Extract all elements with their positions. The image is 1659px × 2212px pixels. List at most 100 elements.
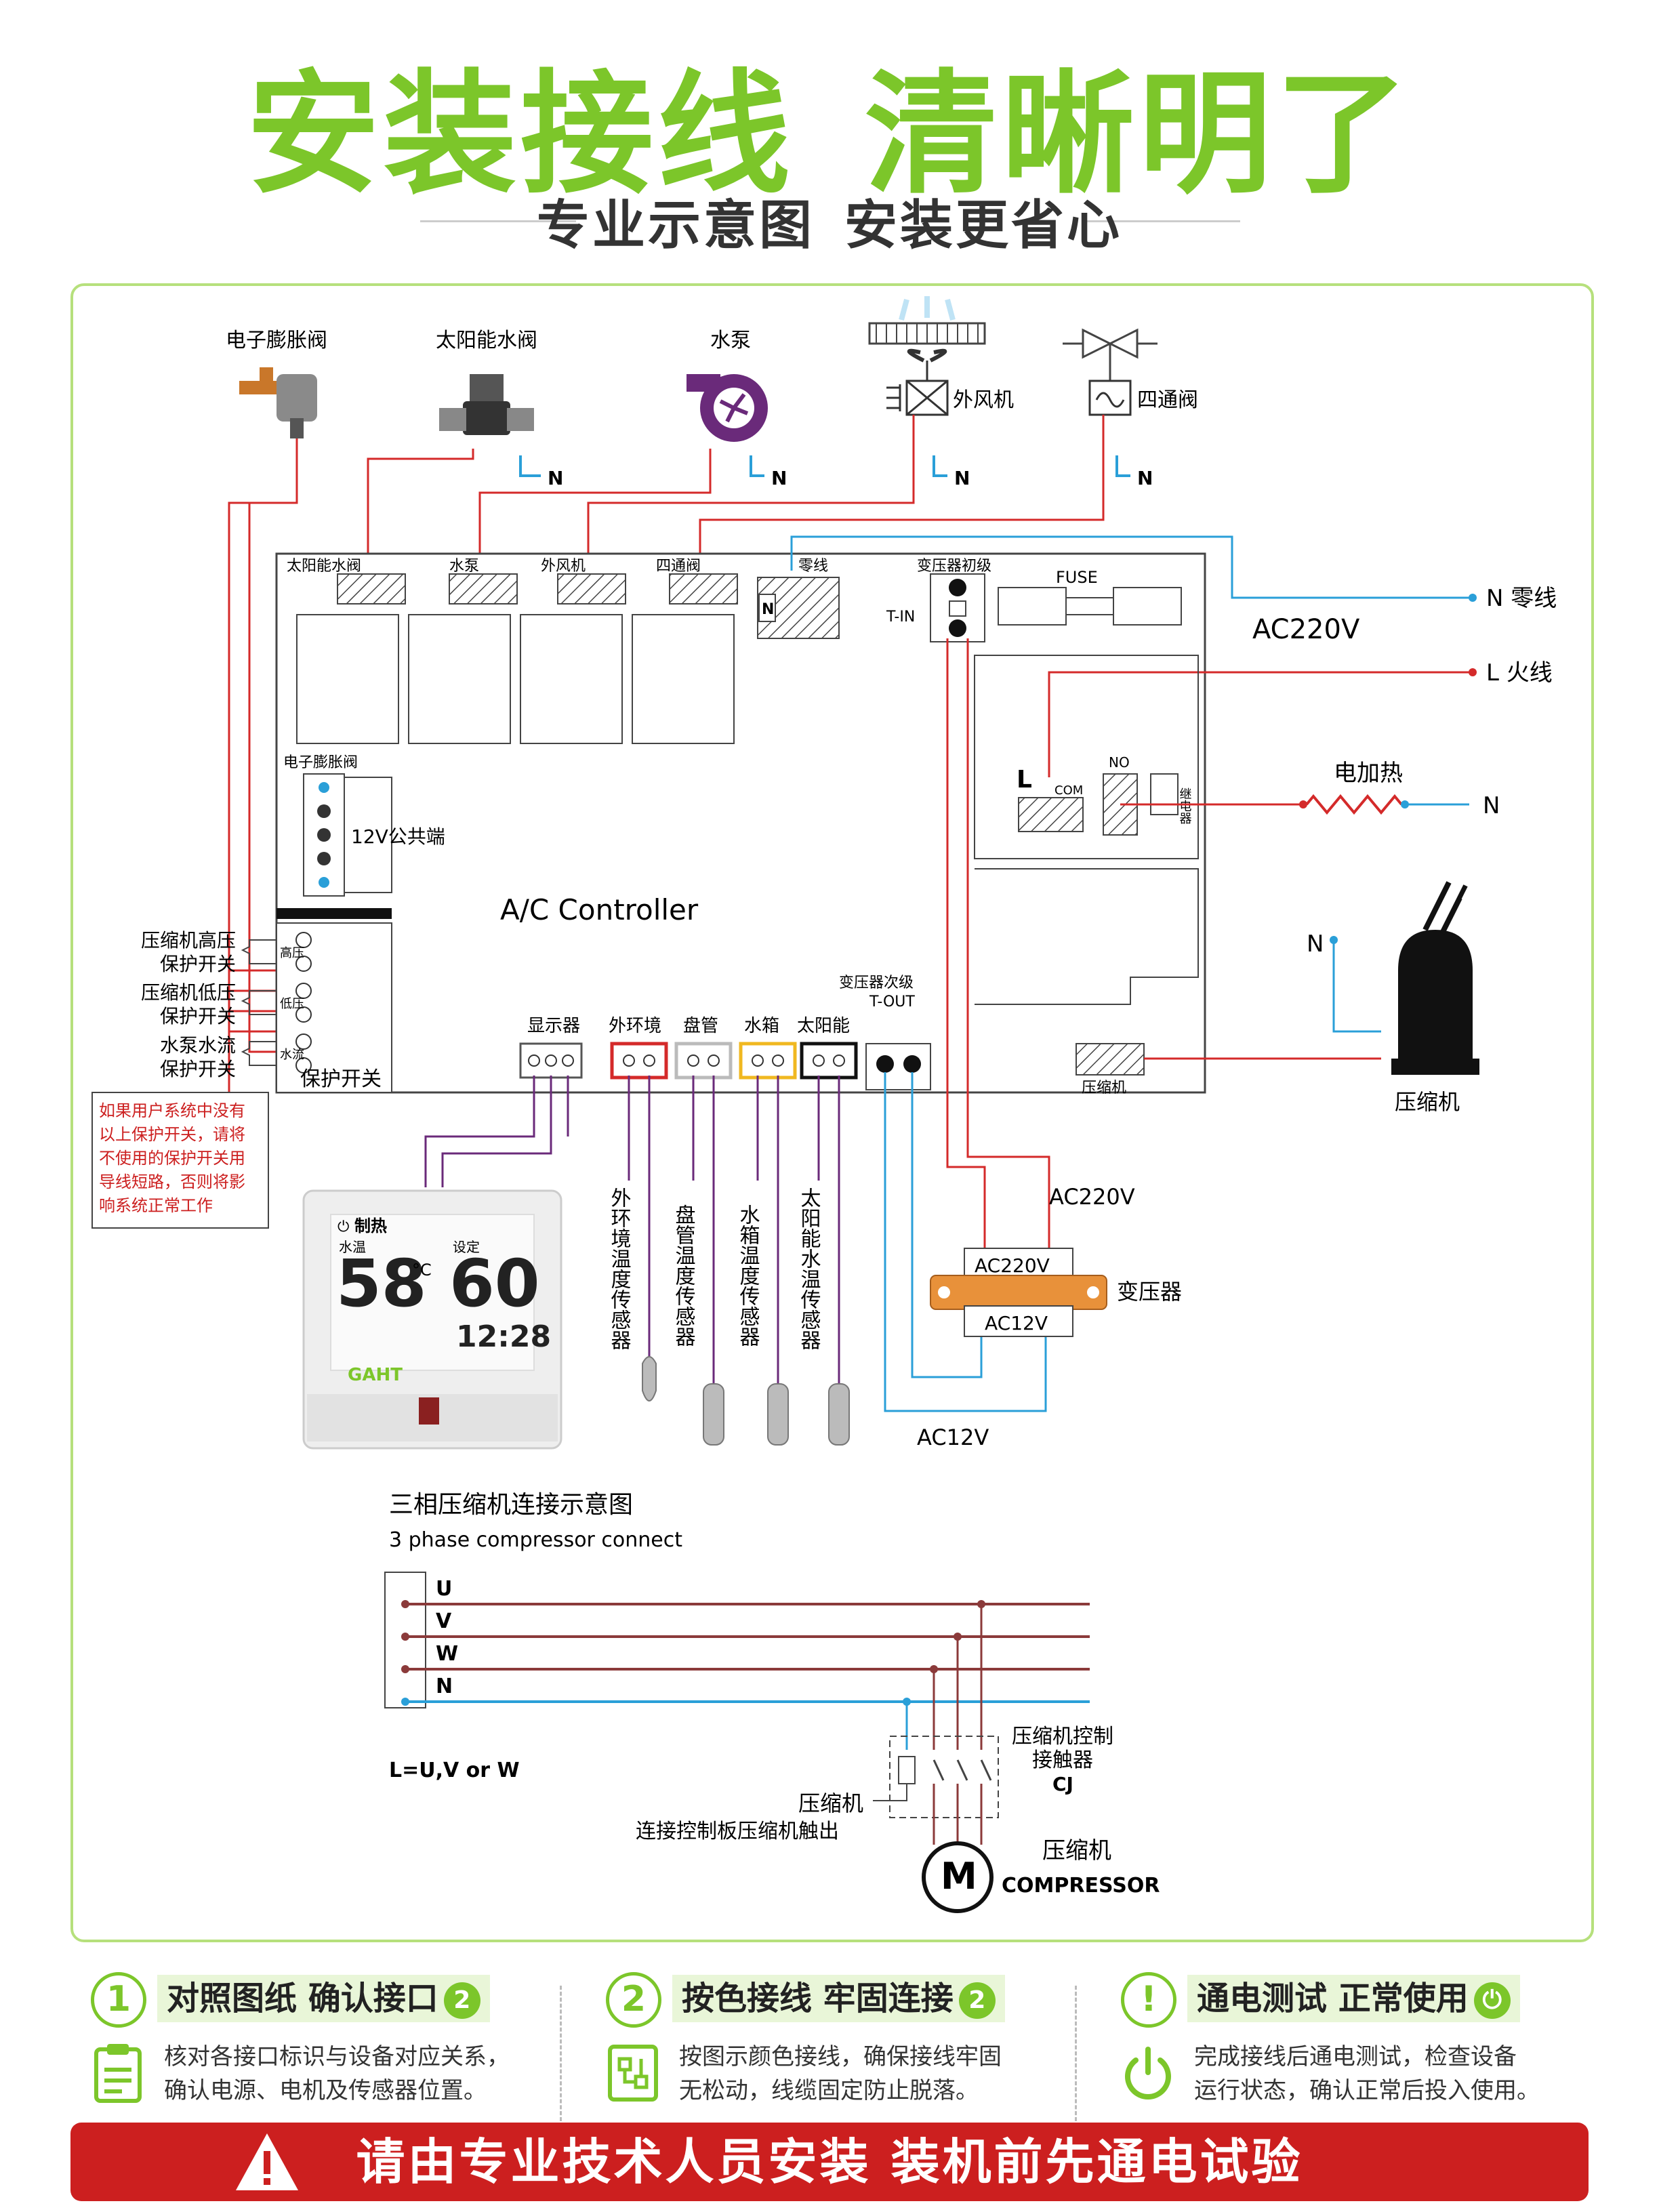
relay-label-solar: 太阳能水阀: [287, 558, 361, 575]
compressor-icon: [1391, 875, 1479, 1075]
sensor-tank-label: 水箱温度传感器: [736, 1204, 760, 1347]
contactor-line-3: CJ: [1052, 1773, 1073, 1795]
pin-label-high: 高压: [280, 946, 304, 960]
motor-label-cn: 压缩机: [1042, 1837, 1111, 1864]
note-box: [91, 1092, 269, 1229]
contactor-line-2: 接触器: [1032, 1748, 1093, 1772]
neutral-label: 零线: [798, 558, 828, 575]
step-2-badge: 2: [958, 1982, 996, 2019]
protect-title: 保护开关: [300, 1067, 382, 1091]
controller-name: A/C Controller: [500, 893, 699, 926]
label-outdoor-fan: 外风机: [953, 388, 1014, 412]
note-line-2: 以上保护开关，请将: [99, 1125, 245, 1144]
protect-switch-connector: [276, 922, 392, 1093]
subheadline-part1: 专业示意图: [536, 195, 815, 256]
heater-label: 电加热: [1334, 760, 1403, 787]
checklist-icon: [94, 2044, 142, 2103]
relay-com-label: COM: [1054, 783, 1083, 798]
protect-switch-symbols: [241, 939, 276, 1066]
thermostat-panel[interactable]: [302, 1189, 562, 1450]
transformer-ac12v-outer: AC12V: [917, 1425, 989, 1450]
port-label-solar: 太阳能: [797, 1016, 850, 1036]
wiring-diagram-svg: 电子膨胀阀 太阳能水阀 N 水泵 N 外风机 N: [91, 296, 1557, 1913]
motor-symbol: M: [941, 1855, 977, 1898]
compressor-n-label: N: [1307, 930, 1324, 958]
label-expansion-valve: 电子膨胀阀: [226, 329, 327, 352]
transformer-primary: AC220V: [975, 1254, 1050, 1277]
label-water-pump: 水泵: [710, 329, 751, 352]
phase-label-u: U: [436, 1577, 452, 1601]
step-3-title: 通电测试 正常使用⏻: [1187, 1975, 1520, 2022]
transformer-name: 变压器: [1117, 1279, 1182, 1305]
protect-flow-line1: 水泵水流: [160, 1034, 236, 1057]
motor-icon: [922, 1841, 994, 1913]
thermostat-water-label: 水温: [339, 1239, 366, 1255]
step-separator-2: [1075, 1986, 1077, 2121]
protect-high-line2: 保护开关: [160, 953, 236, 975]
label-solar-valve: 太阳能水阀: [436, 329, 537, 352]
t-in-label: T-IN: [886, 609, 915, 626]
step-1-title-text: 对照图纸 确认接口: [167, 1980, 438, 2018]
compressor-neutral-wire: [1332, 943, 1381, 1033]
protect-low-line1: 压缩机低压: [141, 981, 236, 1004]
three-phase-title: 三相压缩机连接示意图: [389, 1491, 633, 1519]
step-2-desc-line-1: 按图示颜色接线，确保接线牢固: [679, 2043, 1002, 2070]
relay-l-label: L: [1017, 766, 1032, 794]
headline-part1: 安装接线: [246, 58, 794, 212]
headline: 安装接线清晰明了: [0, 27, 1659, 219]
transformer-secondary: AC12V: [985, 1312, 1048, 1334]
exv-pins: [317, 782, 331, 888]
step-2-title-text: 按色接线 牢固连接: [682, 1980, 954, 2018]
sensor-probes: [642, 1356, 850, 1446]
relay-row: [296, 573, 738, 744]
step-1-desc-line-2: 确认电源、电机及传感器位置。: [164, 2077, 487, 2104]
subheadline-part2: 安装更省心: [844, 195, 1123, 256]
step-3: ! 通电测试 正常使用⏻ 完成接线后通电测试，检查设备 运行状态，确认正常后投入…: [1101, 1972, 1589, 2135]
step-3-title-text: 通电测试 正常使用: [1197, 1980, 1469, 2018]
neutral-terminal-n: N: [762, 601, 774, 618]
thermostat-water-temp: 58: [336, 1246, 427, 1322]
step-1-badge: 2: [443, 1982, 480, 2019]
sensor-solar-label: 太阳能水温传感器: [797, 1187, 821, 1350]
board-note-line-2: 连接控制板压缩机触出: [636, 1820, 839, 1843]
relay-wires: [228, 415, 1105, 1214]
step-3-desc-line-2: 运行状态，确认正常后投入使用。: [1194, 2077, 1540, 2104]
common-12v-label: 12V公共端: [351, 825, 445, 848]
pin-label-low: 低压: [280, 997, 304, 1011]
transformer-ac220v-outer: AC220V: [1049, 1184, 1135, 1210]
sensor-ports: [519, 1042, 931, 1090]
step-2-desc-line-2: 无松动，线缆固定防止脱落。: [679, 2077, 979, 2104]
step-separator-1: [560, 1986, 562, 2121]
four-way-valve-icon: [1063, 328, 1158, 416]
divider-left: [420, 220, 576, 222]
thermostat-brand: GAHT: [348, 1365, 403, 1385]
relay-com-terminal: [1018, 797, 1084, 832]
port-label-display: 显示器: [527, 1016, 580, 1036]
protect-flow-line2: 保护开关: [160, 1058, 236, 1080]
thermostat-power-icon: ⏻: [337, 1218, 349, 1235]
phase-label-w: W: [436, 1642, 458, 1666]
sensor-coil-label: 盘管温度传感器: [672, 1204, 696, 1347]
step-1-desc-line-1: 核对各接口标识与设备对应关系，: [164, 2043, 510, 2070]
relay-label-pump: 水泵: [449, 558, 479, 575]
outdoor-fan-icon: [868, 296, 986, 416]
headline-part2: 清晰明了: [865, 58, 1413, 212]
exv-board-label: 电子膨胀阀: [283, 754, 358, 771]
relay-side-label: 继电器: [1178, 787, 1192, 824]
relay-no-label: NO: [1109, 754, 1130, 771]
warning-banner: 请由专业技术人员安装 装机前先通电试验: [70, 2123, 1589, 2201]
protect-low-line2: 保护开关: [160, 1005, 236, 1027]
live-line-label: L 火线: [1486, 659, 1553, 687]
warning-triangle-icon: [236, 2133, 298, 2190]
contactor-line-1: 压缩机控制: [1012, 1725, 1113, 1748]
neutral-wire: [790, 535, 1469, 599]
label-solar-valve-n: N: [548, 467, 563, 489]
step-2-number: 2: [606, 1972, 661, 2028]
divider-right: [1084, 220, 1240, 222]
solar-valve-icon: [439, 374, 534, 435]
phase-formula: L=U,V or W: [389, 1759, 520, 1782]
expansion-valve-icon: [239, 367, 317, 438]
